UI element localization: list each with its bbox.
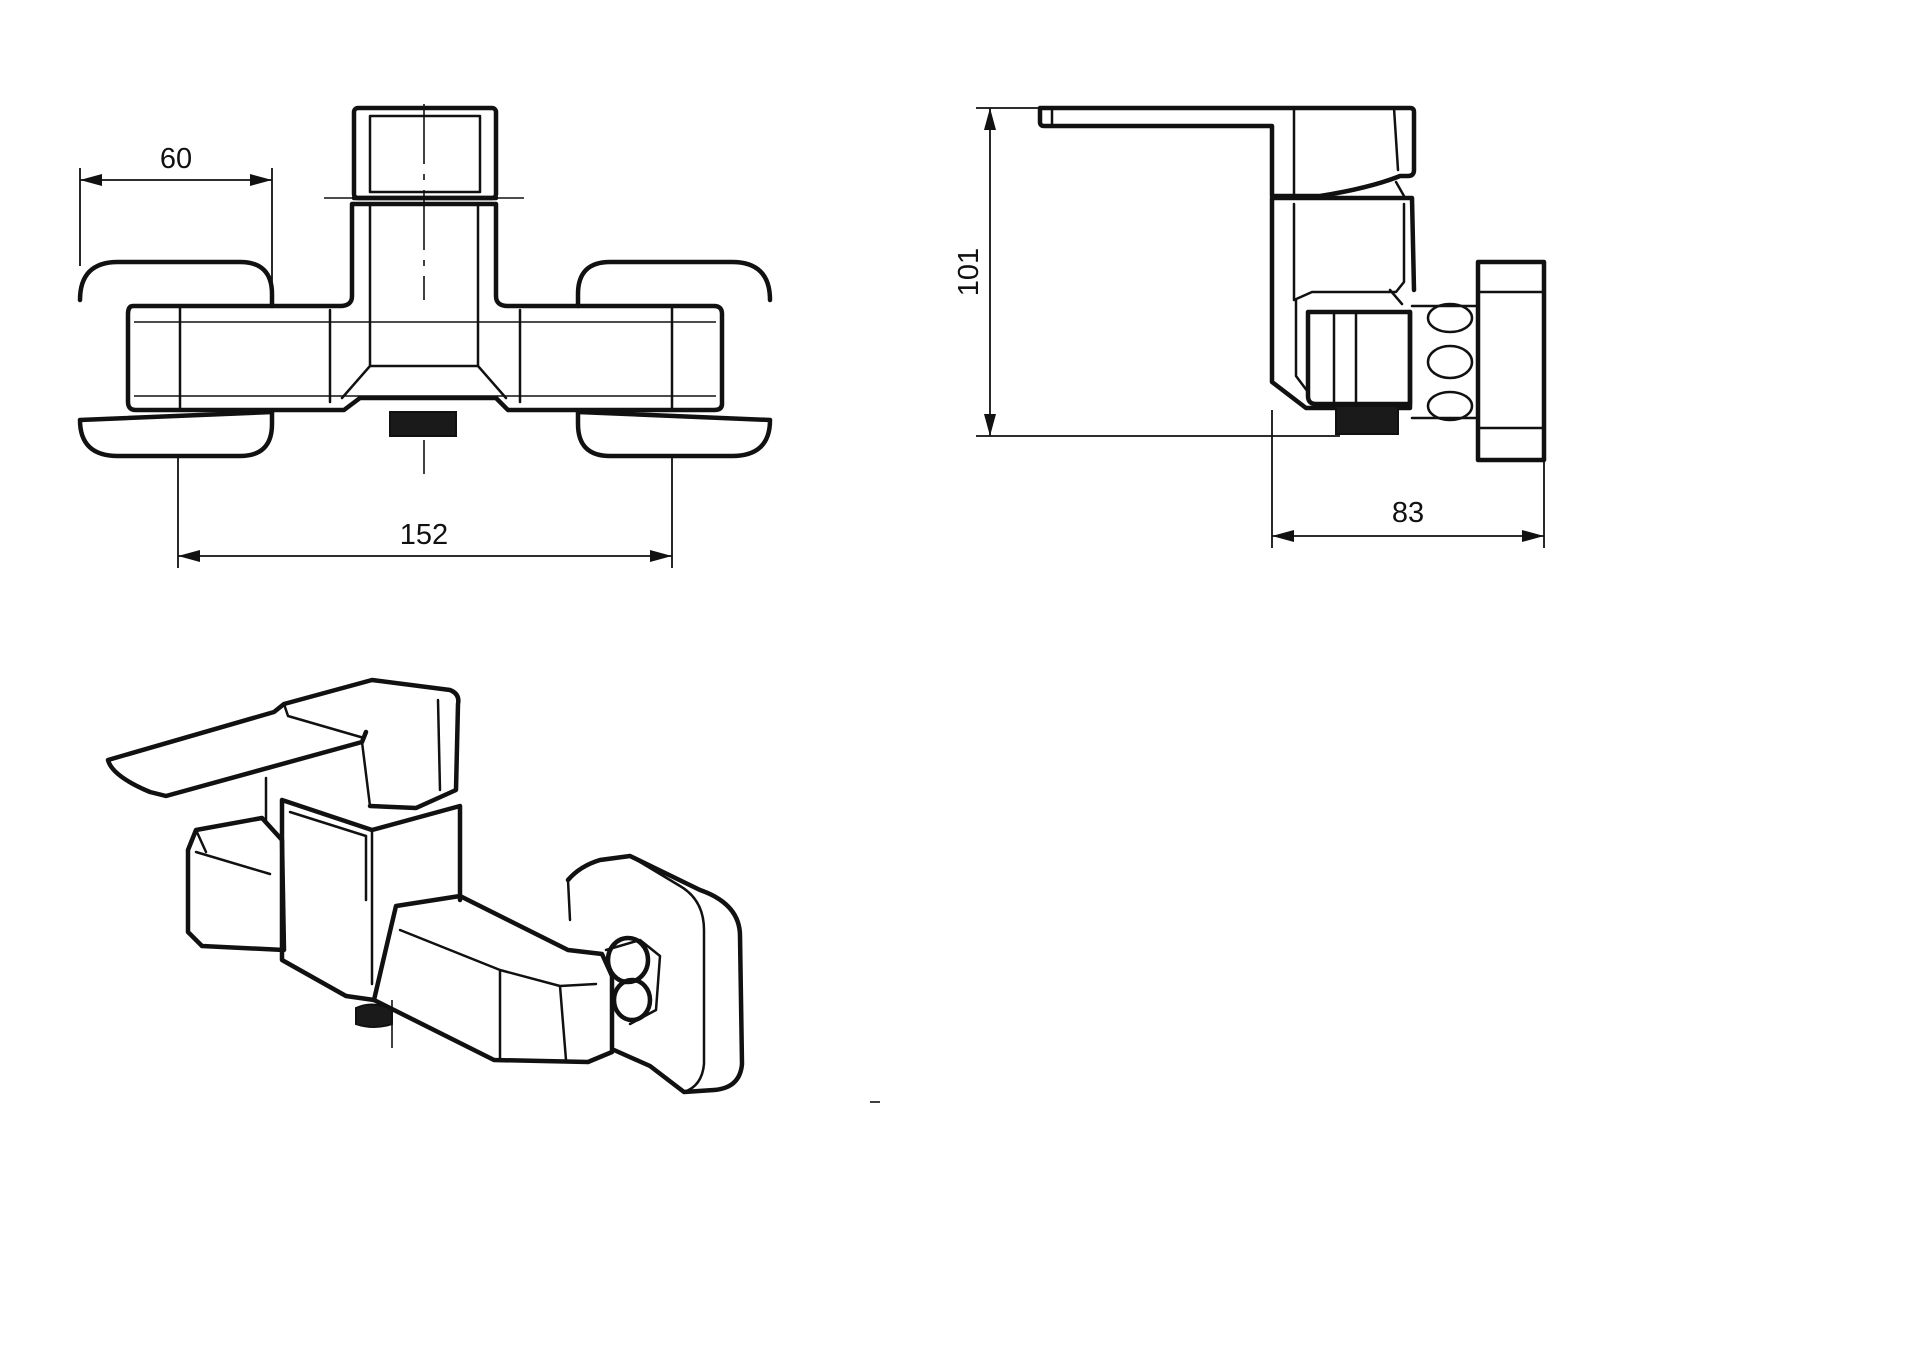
front-right-flange <box>575 259 773 459</box>
dim-101-label: 101 <box>953 248 985 296</box>
dim-83-arrow-left <box>1272 530 1294 542</box>
side-connector-mid <box>1426 344 1474 380</box>
front-left-flange <box>77 259 275 459</box>
iso-lever-edge <box>282 702 366 740</box>
iso-connector-bottom <box>611 977 653 1023</box>
dim-60-arrow-left <box>80 174 102 186</box>
side-wall-flange <box>1475 259 1547 463</box>
front-outlet <box>389 411 457 437</box>
side-lever <box>1037 105 1417 199</box>
dim-101-arrow-bottom <box>984 414 996 436</box>
front-view: 60 152 <box>77 104 773 568</box>
front-lever-head-inner <box>368 114 482 194</box>
iso-lever-facet <box>436 698 442 792</box>
dim-60-label: 60 <box>160 143 192 175</box>
side-body-edge <box>1388 180 1406 306</box>
iso-wall-flange-inner <box>566 854 706 1094</box>
iso-left-arm <box>185 815 287 953</box>
dim-83-label: 83 <box>1392 497 1424 529</box>
dim-101-arrow-top <box>984 108 996 130</box>
iso-central-body <box>279 797 463 1003</box>
iso-central-body-facets <box>288 810 374 986</box>
iso-lever <box>105 677 461 811</box>
dim-152-arrow-left <box>178 550 200 562</box>
side-view: 101 83 <box>953 105 1547 548</box>
dim-152-label: 152 <box>400 519 448 551</box>
dim-152-arrow-right <box>650 550 672 562</box>
side-lever-facet-2 <box>1392 106 1400 172</box>
side-outlet <box>1335 405 1399 435</box>
iso-wall-flange <box>565 853 745 1095</box>
iso-right-arm <box>371 893 615 1065</box>
side-connector-top <box>1426 302 1474 334</box>
front-body-bar <box>125 201 725 413</box>
side-body-detail <box>1292 202 1406 394</box>
iso-lever-hinge <box>360 740 372 808</box>
dim-83-arrow-right <box>1522 530 1544 542</box>
side-connector-bottom <box>1426 390 1474 422</box>
front-column-inner <box>340 202 508 400</box>
isometric-view <box>105 677 745 1095</box>
iso-left-arm-facet <box>194 828 272 876</box>
iso-right-arm-facets <box>398 928 598 1062</box>
front-lever-head <box>351 105 499 201</box>
iso-outlet <box>355 1003 393 1028</box>
side-spout <box>1305 309 1413 407</box>
iso-connector-body <box>604 938 662 1026</box>
dim-60-arrow-right <box>250 174 272 186</box>
